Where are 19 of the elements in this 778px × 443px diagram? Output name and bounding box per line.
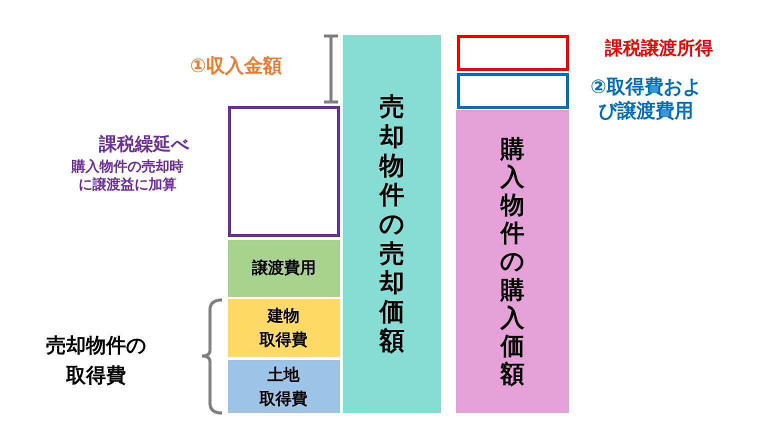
outline-box [457,73,569,109]
price-bar [456,110,569,413]
side-label: 購入物件の売却時に譲渡益に加算 [70,159,184,194]
price-bar [343,35,441,413]
stack-block [228,299,340,357]
side-label: ②取得費および譲渡費用 [589,76,702,124]
bracket-label: 売却物件の取得費 [45,332,147,389]
block-label: 土地取得費 [260,364,308,410]
stack-block [228,360,340,413]
side-label: 課税譲渡所得 [604,38,714,60]
side-label: 課税繰延べ [98,134,190,156]
block-label: 建物取得費 [260,305,308,351]
stack-block [228,240,340,297]
bracket-label: ①収入金額 [190,55,282,79]
block-label: 譲渡費用 [252,258,316,279]
block-label: 売却物件の売却価額 [378,92,406,356]
outline-box [457,35,569,71]
block-label: 購入物件の購入価額 [500,135,526,388]
outline-box [228,106,340,237]
